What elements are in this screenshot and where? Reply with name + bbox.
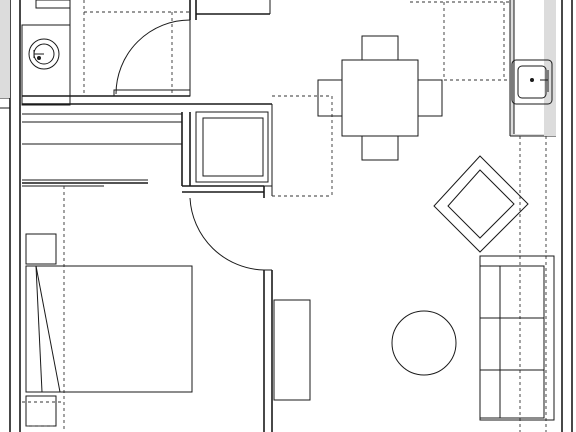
dining-table <box>341 59 419 137</box>
living-dashed-zone <box>519 136 547 432</box>
interior-walls <box>181 0 273 198</box>
armchair <box>433 155 529 253</box>
nightstand-bottom <box>25 395 57 427</box>
closet <box>22 95 333 197</box>
dining-chairs <box>317 35 443 161</box>
sofa <box>479 255 555 421</box>
bedroom-dashed-zone <box>22 186 65 432</box>
nightstand-top <box>25 233 57 265</box>
wardrobe <box>273 299 311 401</box>
bed <box>25 265 193 393</box>
kitchen-sink-icon <box>511 59 553 105</box>
bathroom-door-swing <box>113 19 191 97</box>
bathroom-sink-icon <box>28 38 60 70</box>
bedroom-door-swing <box>189 197 273 432</box>
bathroom <box>0 0 190 106</box>
kitchen-counter <box>410 0 573 432</box>
round-coffee-table <box>391 310 457 376</box>
